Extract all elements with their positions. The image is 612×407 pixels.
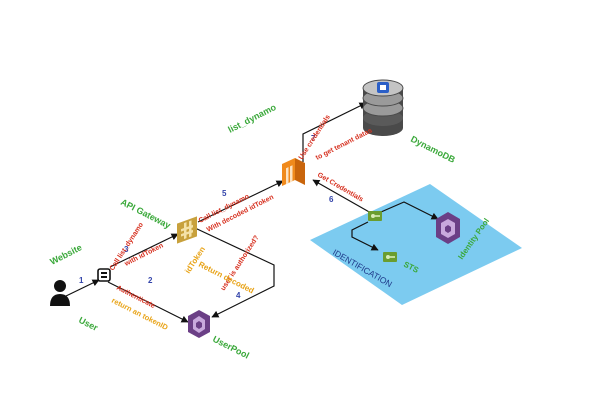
step-6: 6 xyxy=(329,195,334,204)
step-1: 1 xyxy=(79,276,84,285)
sts-key-icon[interactable] xyxy=(383,252,397,262)
edge-website-userpool xyxy=(107,281,189,323)
lambda-icon[interactable] xyxy=(282,158,305,186)
edge-user-website xyxy=(65,279,100,297)
edge-lambda-dynamodb xyxy=(302,102,367,162)
step-2: 2 xyxy=(148,276,153,285)
step-5: 5 xyxy=(222,189,227,198)
identification-panel xyxy=(310,184,522,305)
dynamodb-icon[interactable] xyxy=(362,79,404,136)
website-label: Website xyxy=(48,242,83,267)
user-label: User xyxy=(77,315,100,333)
edge-lambda-sts xyxy=(312,179,372,214)
lambda-label: list_dynamo xyxy=(226,102,278,135)
step-3: 3 xyxy=(124,245,129,254)
sts-hub-icon[interactable] xyxy=(368,211,382,221)
userpool-label: UserPool xyxy=(211,334,251,361)
label-get-credentials: Get Credentials xyxy=(316,172,364,204)
step-4: 4 xyxy=(236,291,241,300)
edge-sts-key xyxy=(351,221,379,251)
user-icon[interactable] xyxy=(50,280,70,306)
edge-apigateway-lambda xyxy=(197,180,284,223)
cognito-userpool-icon[interactable] xyxy=(188,310,210,338)
website-icon[interactable] xyxy=(97,268,111,282)
api-gateway-icon[interactable] xyxy=(177,216,197,244)
edge-sts-identitypool xyxy=(380,201,439,220)
edge-website-apigateway xyxy=(109,233,179,268)
cognito-identity-pool-icon[interactable] xyxy=(436,212,460,244)
edge-apigateway-userpool xyxy=(194,227,275,318)
label-get-tenant-data: to get tenant datas xyxy=(315,127,374,162)
dynamodb-label: DynamoDB xyxy=(409,134,457,165)
step-7: 7 xyxy=(311,134,316,143)
api-gateway-label: API Gateway xyxy=(119,197,172,231)
